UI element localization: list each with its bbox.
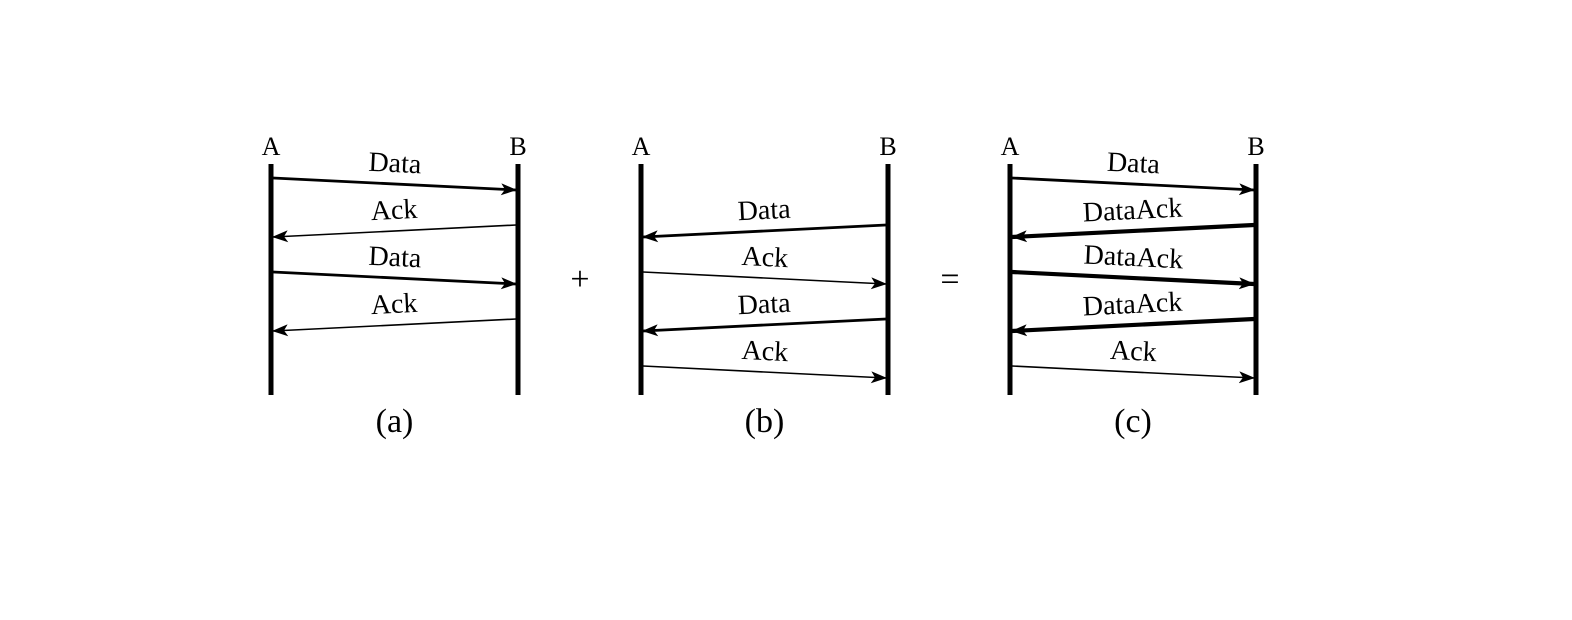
message-label: Data xyxy=(368,241,423,275)
plus-operator: + xyxy=(570,261,589,298)
message-arrow xyxy=(642,365,887,384)
message-label: Data xyxy=(368,147,423,181)
node-label-a: A xyxy=(632,132,651,161)
node-label-b: B xyxy=(509,132,526,161)
panel-caption: (b) xyxy=(745,403,785,440)
message-arrow xyxy=(272,270,517,290)
message-label: Data xyxy=(737,288,792,322)
node-label-a: A xyxy=(262,132,281,161)
message-label: Ack xyxy=(1109,335,1157,368)
message-arrow xyxy=(1011,269,1255,290)
node-label-b: B xyxy=(879,132,896,161)
message-arrow xyxy=(642,223,887,243)
message-arrow xyxy=(272,224,517,243)
message-arrow xyxy=(1011,176,1255,196)
message-arrow xyxy=(1011,365,1255,384)
node-label-a: A xyxy=(1001,132,1020,161)
message-arrow xyxy=(272,176,517,196)
equals-operator: = xyxy=(940,261,959,298)
node-label-b: B xyxy=(1247,132,1264,161)
message-arrow xyxy=(642,317,887,337)
message-arrow xyxy=(1011,222,1255,243)
message-label: Ack xyxy=(370,194,418,227)
message-label: DataAck xyxy=(1083,240,1184,276)
panel-caption: (c) xyxy=(1114,403,1152,440)
message-arrow xyxy=(272,318,517,337)
panel-caption: (a) xyxy=(376,403,414,440)
message-label: DataAck xyxy=(1082,193,1183,229)
message-label: Data xyxy=(1106,147,1161,181)
message-label: Ack xyxy=(370,288,418,321)
message-arrow xyxy=(1011,316,1255,337)
message-label: Data xyxy=(737,194,792,228)
message-label: DataAck xyxy=(1082,287,1183,323)
message-label: Ack xyxy=(741,335,789,368)
message-arrow xyxy=(642,271,887,290)
message-label: Ack xyxy=(741,241,789,274)
